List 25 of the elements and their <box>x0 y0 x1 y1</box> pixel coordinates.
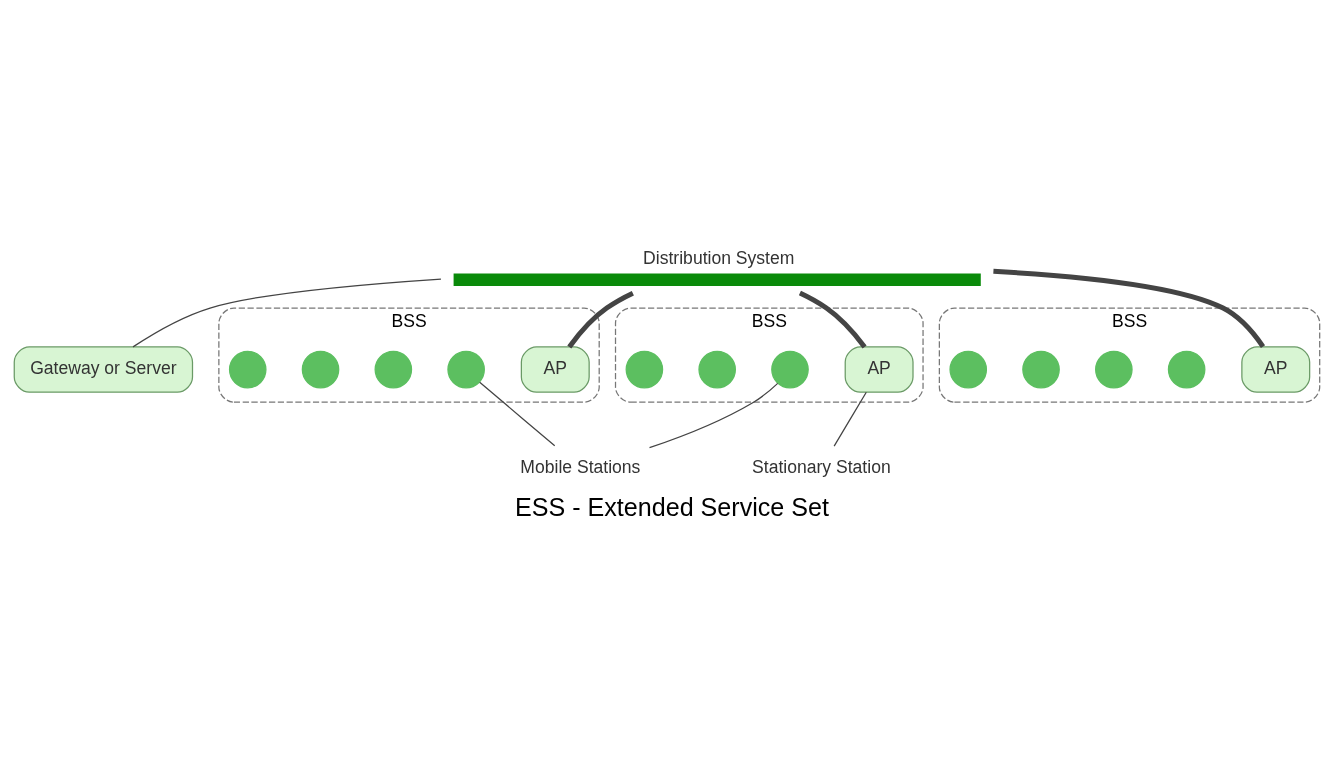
node-circle <box>698 350 736 389</box>
node-circle <box>625 350 664 389</box>
node-circle <box>447 350 485 389</box>
node-text: Stationary Station <box>752 457 891 478</box>
node-circle <box>949 350 988 389</box>
node-box: AP <box>1241 346 1311 393</box>
connector <box>479 381 556 447</box>
node-circle <box>301 350 340 389</box>
node-box: AP <box>520 346 590 393</box>
node-circle <box>1022 350 1060 389</box>
node-circle <box>374 350 413 389</box>
node-circle <box>1095 350 1133 389</box>
connector <box>993 268 1266 349</box>
node-box: Gateway or Server <box>13 346 194 393</box>
node-text: Mobile Stations <box>520 457 641 478</box>
node-circle <box>1167 350 1206 389</box>
node-circle <box>228 350 267 389</box>
node-circle <box>771 350 809 389</box>
connector <box>833 391 867 447</box>
connector <box>648 382 779 449</box>
node-box: AP <box>844 346 914 393</box>
node-label: Distribution System <box>643 247 795 268</box>
node-box <box>453 273 981 287</box>
caption: ESS - Extended Service Set <box>515 493 829 522</box>
connector <box>132 278 442 348</box>
